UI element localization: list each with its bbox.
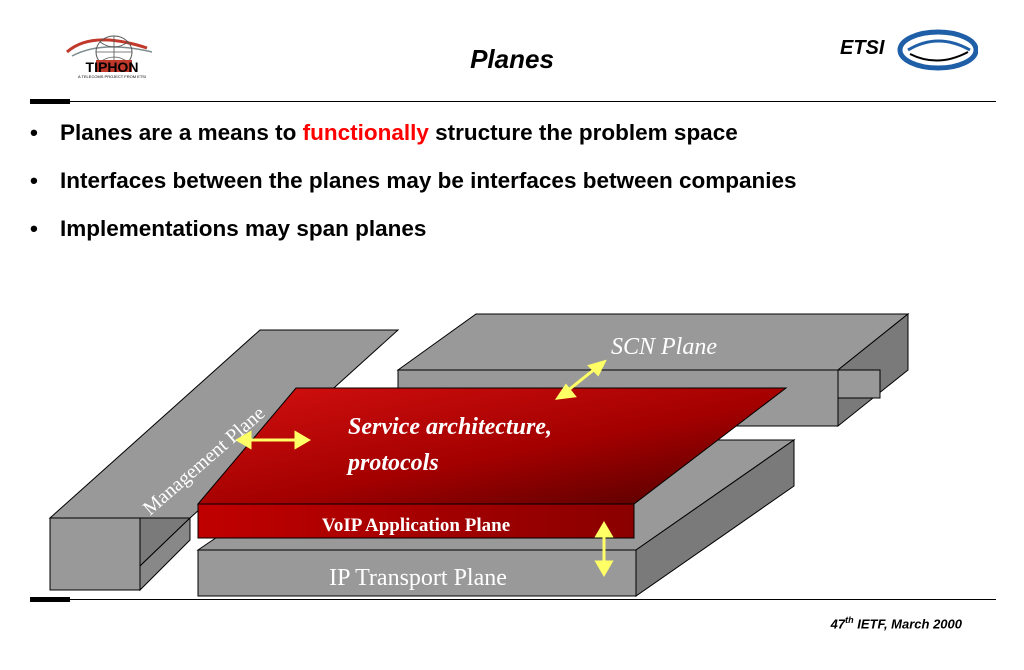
bottom-rule <box>70 599 996 600</box>
bullet-text: Planes are a means to <box>60 120 303 145</box>
bullet-dot: • <box>30 168 38 193</box>
footer-prefix: 47 <box>830 616 846 632</box>
transport-interface-arrow <box>594 521 614 577</box>
bullet-item: • Implementations may span planes <box>28 216 988 242</box>
bottom-rule-accent <box>30 597 70 602</box>
etsi-logo-text: ETSI <box>840 37 885 59</box>
bullet-text: Implementations may span planes <box>60 216 427 241</box>
bullet-dot: • <box>30 120 38 145</box>
slide-title: Planes <box>470 44 554 74</box>
top-rule <box>70 101 996 102</box>
bullet-highlight: functionally <box>302 120 429 145</box>
bullet-list: • Planes are a means to functionally stru… <box>28 120 988 264</box>
footer-sup: th <box>845 615 854 625</box>
management-interface-arrow <box>235 430 311 450</box>
management-plane <box>48 329 400 592</box>
etsi-logo: ETSI <box>838 28 979 79</box>
service-architecture-label: Service architecture, <box>348 414 552 440</box>
bullet-text-end: structure the problem space <box>428 120 738 145</box>
footer-text: 47th IETF, March 2000 <box>831 615 962 631</box>
scn-interface-arrow <box>554 359 607 400</box>
tiphon-logo: TIPHON A TELECOMS PROJECT FROM ETSI <box>52 30 172 85</box>
top-rule-accent <box>30 99 70 104</box>
voip-plane-label: VoIP Application Plane <box>322 515 510 536</box>
tiphon-logo-subtext: A TELECOMS PROJECT FROM ETSI <box>78 74 146 79</box>
bullet-dot: • <box>30 216 38 241</box>
bullet-text: Interfaces between the planes may be int… <box>60 168 797 193</box>
footer-suffix: IETF, March 2000 <box>853 616 962 632</box>
protocols-label: protocols <box>346 450 439 476</box>
voip-application-plane <box>196 387 788 539</box>
scn-plane-label: SCN Plane <box>611 334 717 360</box>
bullet-item: • Planes are a means to functionally stru… <box>28 120 988 146</box>
tiphon-logo-text: TIPHON <box>86 59 139 75</box>
bullet-item: • Interfaces between the planes may be in… <box>28 168 900 194</box>
ip-plane-label: IP Transport Plane <box>329 565 507 591</box>
